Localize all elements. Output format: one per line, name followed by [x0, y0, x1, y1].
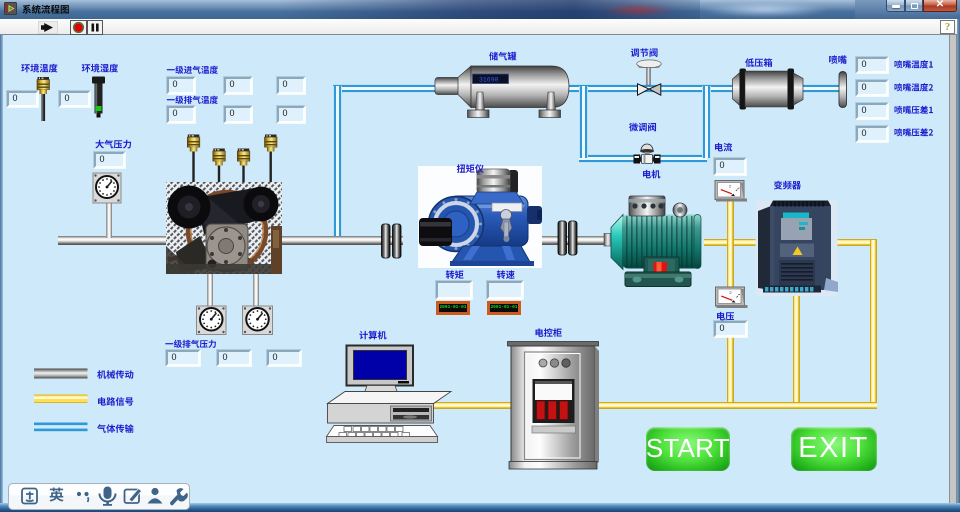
- svg-text:2: 2: [729, 290, 732, 295]
- svg-text:2: 2: [729, 184, 732, 189]
- svg-text:31690: 31690: [479, 77, 499, 84]
